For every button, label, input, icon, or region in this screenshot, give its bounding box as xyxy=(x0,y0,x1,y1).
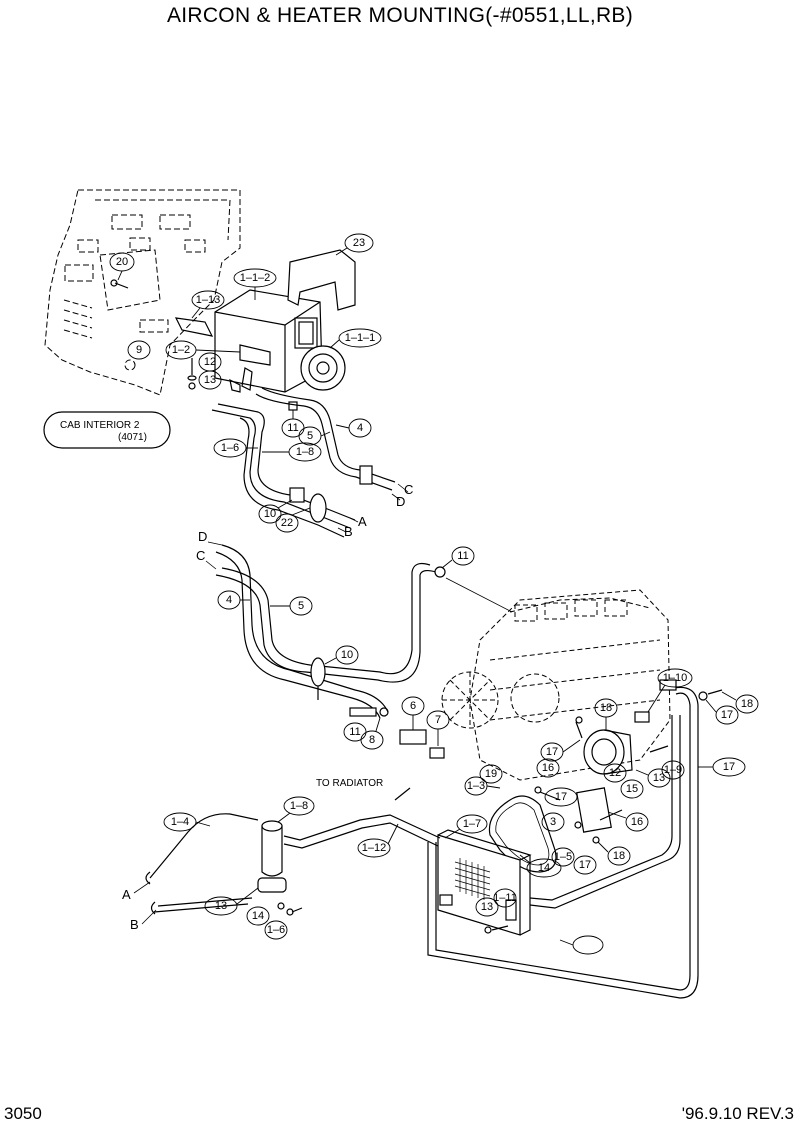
callout-22: 22 xyxy=(281,517,293,529)
marker-b-top: B xyxy=(344,524,353,539)
marker-b-bottom: B xyxy=(130,917,139,932)
callout-1-12: 14 xyxy=(538,862,550,874)
to-radiator-label: TO RADIATOR xyxy=(316,778,383,789)
callout-11-low: 11 xyxy=(349,726,360,738)
callout-17-d: 13 xyxy=(653,772,665,784)
callout-9: 9 xyxy=(136,344,142,356)
letter-markers: C D A B D C A B xyxy=(122,482,413,932)
heater-unit xyxy=(174,249,356,393)
marker-d-top: D xyxy=(396,494,405,509)
callout-20: 20 xyxy=(116,256,128,268)
marker-c-top: C xyxy=(404,482,413,497)
callout-15: 1–9 xyxy=(664,764,682,776)
small-parts-top xyxy=(110,279,298,411)
callout-14-right: 13 xyxy=(481,901,493,913)
callout-5-mid: 5 xyxy=(298,600,304,612)
cab-reference-box xyxy=(43,411,171,449)
engine xyxy=(441,589,671,781)
callout-23: 23 xyxy=(353,237,365,249)
revision-label: '96.9.10 REV.3 xyxy=(681,1104,794,1123)
callout-13-top: 13 xyxy=(204,374,216,386)
marker-a-top: A xyxy=(358,514,367,529)
callout-1-11: 13 xyxy=(215,900,227,912)
callout-11-mid: 11 xyxy=(457,550,468,562)
callout-1-13: 1–13 xyxy=(196,294,220,306)
callout-1-3: 17 xyxy=(555,791,567,803)
callout-10-mid: 10 xyxy=(341,649,353,661)
callout-5-top: 5 xyxy=(307,430,313,442)
callout-1-2: 1–2 xyxy=(172,344,190,356)
callout-1-9: 17 xyxy=(723,761,735,773)
callout-10-top: 10 xyxy=(264,508,276,520)
callout-1-10: 1–10 xyxy=(663,672,687,684)
callout-18-c: 17 xyxy=(579,859,591,871)
leader-engine xyxy=(445,577,513,613)
callout-4-mid: 4 xyxy=(226,594,232,606)
callout-1-4: 1–7 xyxy=(463,818,481,830)
v-belt xyxy=(488,795,557,873)
callout-19: 1–3 xyxy=(467,780,485,792)
callout-1-1-2: 1–1–2 xyxy=(240,272,271,284)
cab-panel xyxy=(44,189,241,396)
callout-17-c: 19 xyxy=(485,768,497,780)
callout-1-8-top: 1–8 xyxy=(296,446,314,458)
callout-17-b: 17 xyxy=(546,746,558,758)
condenser xyxy=(437,829,532,936)
callout-18-a: 18 xyxy=(600,702,612,714)
callout-18-b: 18 xyxy=(741,698,753,710)
callout-13-right: 1–11 xyxy=(493,892,517,904)
callout-13-bottom: 14 xyxy=(252,910,264,922)
callout-17-f: 1–5 xyxy=(554,851,572,863)
callout-16-b: 18 xyxy=(613,850,625,862)
callout-17-a: 17 xyxy=(721,709,733,721)
callout-3: 16 xyxy=(631,816,643,828)
hoses-top xyxy=(211,387,396,538)
receiver-drier xyxy=(257,820,303,916)
page-number: 3050 xyxy=(4,1104,42,1123)
callout-12-mid: 15 xyxy=(626,783,638,795)
callout-12-top: 12 xyxy=(204,356,216,368)
hoses-middle xyxy=(215,544,446,801)
callout-14-bottom: 1–6 xyxy=(267,924,285,936)
callout-1-6-top: 1–6 xyxy=(221,442,239,454)
hoses-bottom xyxy=(145,679,723,999)
callout-7: 7 xyxy=(435,714,441,726)
callout-16-a: 16 xyxy=(542,762,554,774)
callout-1-1-1: 1–1–1 xyxy=(345,332,376,344)
callout-8: 8 xyxy=(369,734,375,746)
cab-reference-line1: CAB INTERIOR 2 xyxy=(60,420,140,431)
callout-1-7: 1–12 xyxy=(362,842,386,854)
callout-4-top: 4 xyxy=(357,422,363,434)
callout-11-top: 11 xyxy=(287,422,298,434)
marker-a-bottom: A xyxy=(122,887,131,902)
callout-1-5: 1–8 xyxy=(290,800,308,812)
callout-6: 6 xyxy=(410,700,416,712)
marker-c-mid: C xyxy=(196,548,205,563)
callout-13-mid: 12 xyxy=(609,767,621,779)
callouts: 23 20 1–1–2 1–13 1–1–1 9 1–2 12 13 11 5 … xyxy=(109,233,759,955)
marker-d-mid: D xyxy=(198,529,207,544)
callout-17-e: 3 xyxy=(550,816,556,828)
cab-reference-line2: (4071) xyxy=(118,432,147,443)
page-title: AIRCON & HEATER MOUNTING(-#0551,LL,RB) xyxy=(166,4,634,27)
compressor xyxy=(534,711,669,844)
callout-1-8-bottom: 1–4 xyxy=(171,816,189,828)
